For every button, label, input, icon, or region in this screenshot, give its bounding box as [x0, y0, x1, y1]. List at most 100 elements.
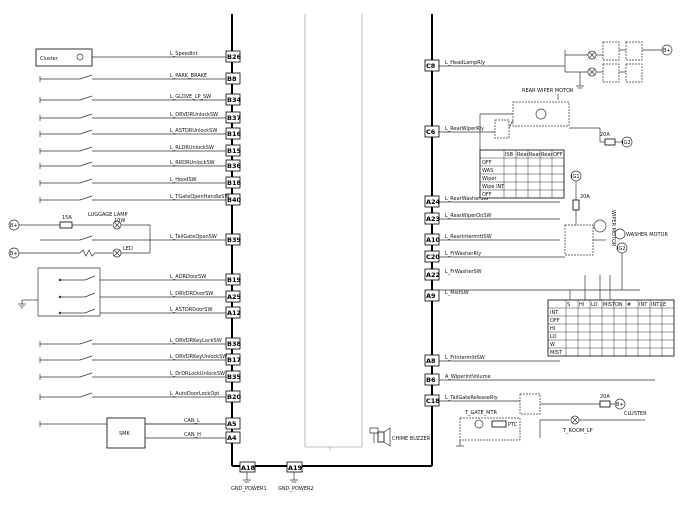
smk-label: SMK: [119, 431, 130, 437]
switch-input: [39, 161, 226, 169]
chime-buzzer-label: CHIME BUZZER: [392, 436, 431, 442]
switch-input: [39, 146, 226, 154]
switch-input: [39, 113, 226, 121]
tailgate-release-circuit: 20A B+ T_GATE_MTR PTC T_ROOM_LP CLUSTER: [438, 393, 647, 447]
signal-label: L_GLOVE_LP_SW: [170, 94, 211, 100]
pin-label: B20: [227, 393, 241, 401]
front-table-row: LO: [550, 334, 557, 340]
t-gate-mtr-label: T_GATE_MTR: [464, 410, 498, 416]
rear-table-row: OFF: [482, 160, 492, 166]
signal-label: L_RearWiperOnSW: [445, 213, 492, 219]
pin-label: A23: [426, 215, 440, 223]
front-table-row: MIST: [550, 350, 563, 356]
pin-label: A4: [227, 434, 237, 442]
battery-tailgate: B+: [616, 402, 624, 408]
ground-label: GND_POWER1: [231, 486, 267, 492]
switch-input: [39, 372, 226, 380]
front-table-header: INT1: [651, 302, 662, 308]
left-pin-group: B26L_SpeedIntB8L_PARK_BRAKEB34L_GLOVE_LP…: [170, 50, 242, 444]
signal-label: L_TailGateReleaseRly: [445, 395, 498, 401]
luggage-lamp-circuit: B+ 15A LUGGAGE LAMP 10W B+ LED: [8, 212, 151, 259]
switch-input: [39, 95, 226, 103]
fuse-20a-rear: 20A: [600, 132, 610, 138]
cluster-left-label: Cluster: [40, 56, 59, 62]
signal-label: L_SpeedInt: [170, 51, 198, 57]
battery-headlamp: B+: [663, 48, 671, 54]
left-switch-inputs: [39, 74, 226, 427]
front-table-header: S: [567, 302, 570, 308]
body-control-module: [231, 14, 433, 467]
signal-label: L_RearWiperRly: [445, 126, 484, 132]
front-table-header: E: [663, 302, 666, 308]
pin-label: B8: [227, 75, 237, 83]
fuse-15a-label: 15A: [62, 215, 72, 221]
pin-label: C18: [426, 397, 440, 405]
front-table-header: HI: [579, 302, 584, 308]
front-table-header: #: [627, 302, 631, 308]
rear-table-header: Rear: [529, 152, 541, 158]
pin-label: A19: [288, 464, 303, 472]
front-table-row: HI: [550, 326, 555, 332]
front-table-header: INT: [639, 302, 648, 308]
signal-label: L_FrWasherSW: [445, 269, 482, 275]
signal-label: L_DRVDRKeyUnlockSW: [170, 354, 227, 360]
pin-label: B36: [227, 162, 241, 170]
ig2-rear: IG2: [622, 140, 631, 146]
signal-label: L_DRVDRUnlockSW: [170, 112, 218, 118]
signal-label: L_ASTDRDoorSW: [170, 307, 212, 313]
rear-wiper-motor-label: REAR WIPER MOTOR: [522, 88, 574, 94]
rear-table-header: Rear: [541, 152, 553, 158]
signal-label: L_RearWasherSW: [445, 196, 488, 202]
switch-input: [39, 195, 226, 203]
right-pin-c8: C8 L_HeadLampRly: [424, 59, 485, 72]
led-label: LED: [123, 246, 133, 252]
pin-label: B35: [227, 373, 241, 381]
signal-label: L_HeadLampRly: [445, 60, 485, 66]
left-pin-b19: B19 L_ADRDoorSW: [170, 273, 241, 286]
pin-label: C8: [426, 62, 436, 70]
rear-wiper-motor-circuit: REAR WIPER MOTOR 20A IG2: [438, 88, 633, 150]
ig1-label: IG1: [571, 174, 580, 180]
signal-label: L_PARK_BRAKE: [170, 73, 207, 79]
signal-label: L_MistSW: [445, 290, 469, 296]
pin-label: B6: [426, 376, 436, 384]
pin-label: A9: [426, 292, 436, 300]
switch-input: [58, 292, 226, 299]
ig2-washer: IG2: [617, 246, 626, 252]
signal-label: L_DRVDRDoorSW: [170, 291, 213, 297]
fuse-20a-wiper: 20A: [580, 194, 590, 200]
rear-table-row: OFF: [482, 192, 492, 198]
left-pin-b8: B8 L_PARK_BRAKE: [170, 72, 241, 85]
pin-label: B19: [227, 276, 241, 284]
pin-label: B39: [227, 236, 241, 244]
pin-label: A18: [241, 464, 256, 472]
signal-label: L_TGateOpenHandleSW: [170, 194, 229, 200]
headlamp-relay-circuit: B+: [438, 41, 673, 89]
pin-label: B15: [227, 147, 241, 155]
signal-label: L_FrWasherRly: [445, 251, 481, 257]
ground-label: GND_POWER2: [278, 486, 314, 492]
pin-label: B40: [227, 196, 241, 204]
battery-symbol: B+: [10, 223, 18, 229]
wiper-washer-circuit: IG1 20A WIPER MOTOR WASHER MOTOR IG2: [438, 170, 668, 300]
signal-label: L_ADRDoorSW: [170, 274, 206, 280]
door-switch-bus: [18, 267, 101, 317]
switch-input: [39, 178, 226, 186]
